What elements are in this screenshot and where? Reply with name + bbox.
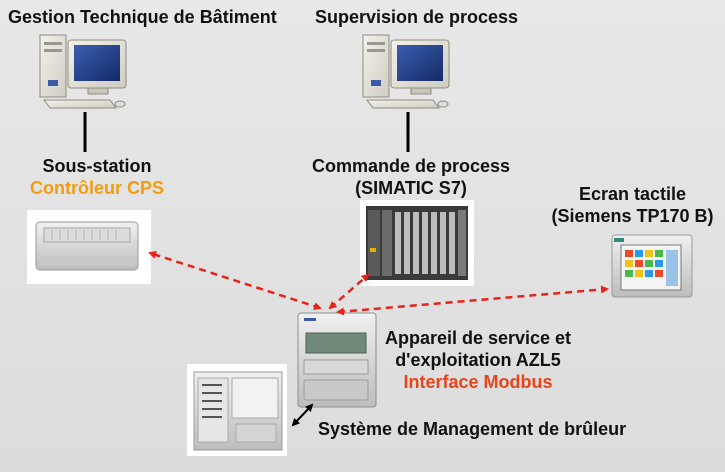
gtb-computer-icon [39, 34, 127, 109]
commande-label: Commande de process (SIMATIC S7) [306, 155, 516, 199]
cps-controller-icon [27, 210, 151, 284]
ecran-line2: (Siemens TP170 B) [551, 206, 714, 226]
bms-label: Système de Management de brûleur [318, 419, 627, 439]
ecran-label: Ecran tactile (Siemens TP170 B) [545, 183, 720, 227]
commande-line1: Commande de process [311, 156, 511, 176]
modbus-link-cps [148, 251, 322, 310]
azl5-line2: d'exploitation AZL5 [395, 350, 561, 370]
azl5-label: Appareil de service et d'exploitation AZ… [378, 327, 578, 393]
supervision-computer-icon [362, 34, 450, 109]
gtb-title: Gestion Technique de Bâtiment [8, 7, 277, 27]
touchscreen-icon [611, 234, 693, 298]
ecran-line1: Ecran tactile [578, 184, 687, 204]
azl5-device-icon [297, 312, 377, 408]
sous-station-line2: Contrôleur CPS [29, 178, 164, 198]
bms-azl5-link [291, 403, 314, 427]
sous-station-label: Sous-station Contrôleur CPS [22, 155, 172, 199]
commande-line2: (SIMATIC S7) [355, 178, 467, 198]
azl5-line3: Interface Modbus [403, 372, 553, 392]
sous-station-line1: Sous-station [42, 156, 152, 176]
burner-manager-icon [187, 364, 287, 456]
plc-icon [360, 200, 474, 286]
azl5-line1: Appareil de service et [384, 328, 572, 348]
modbus-link-touchscreen [336, 285, 609, 316]
modbus-link-plc [328, 273, 370, 310]
supervision-title: Supervision de process [315, 7, 519, 27]
